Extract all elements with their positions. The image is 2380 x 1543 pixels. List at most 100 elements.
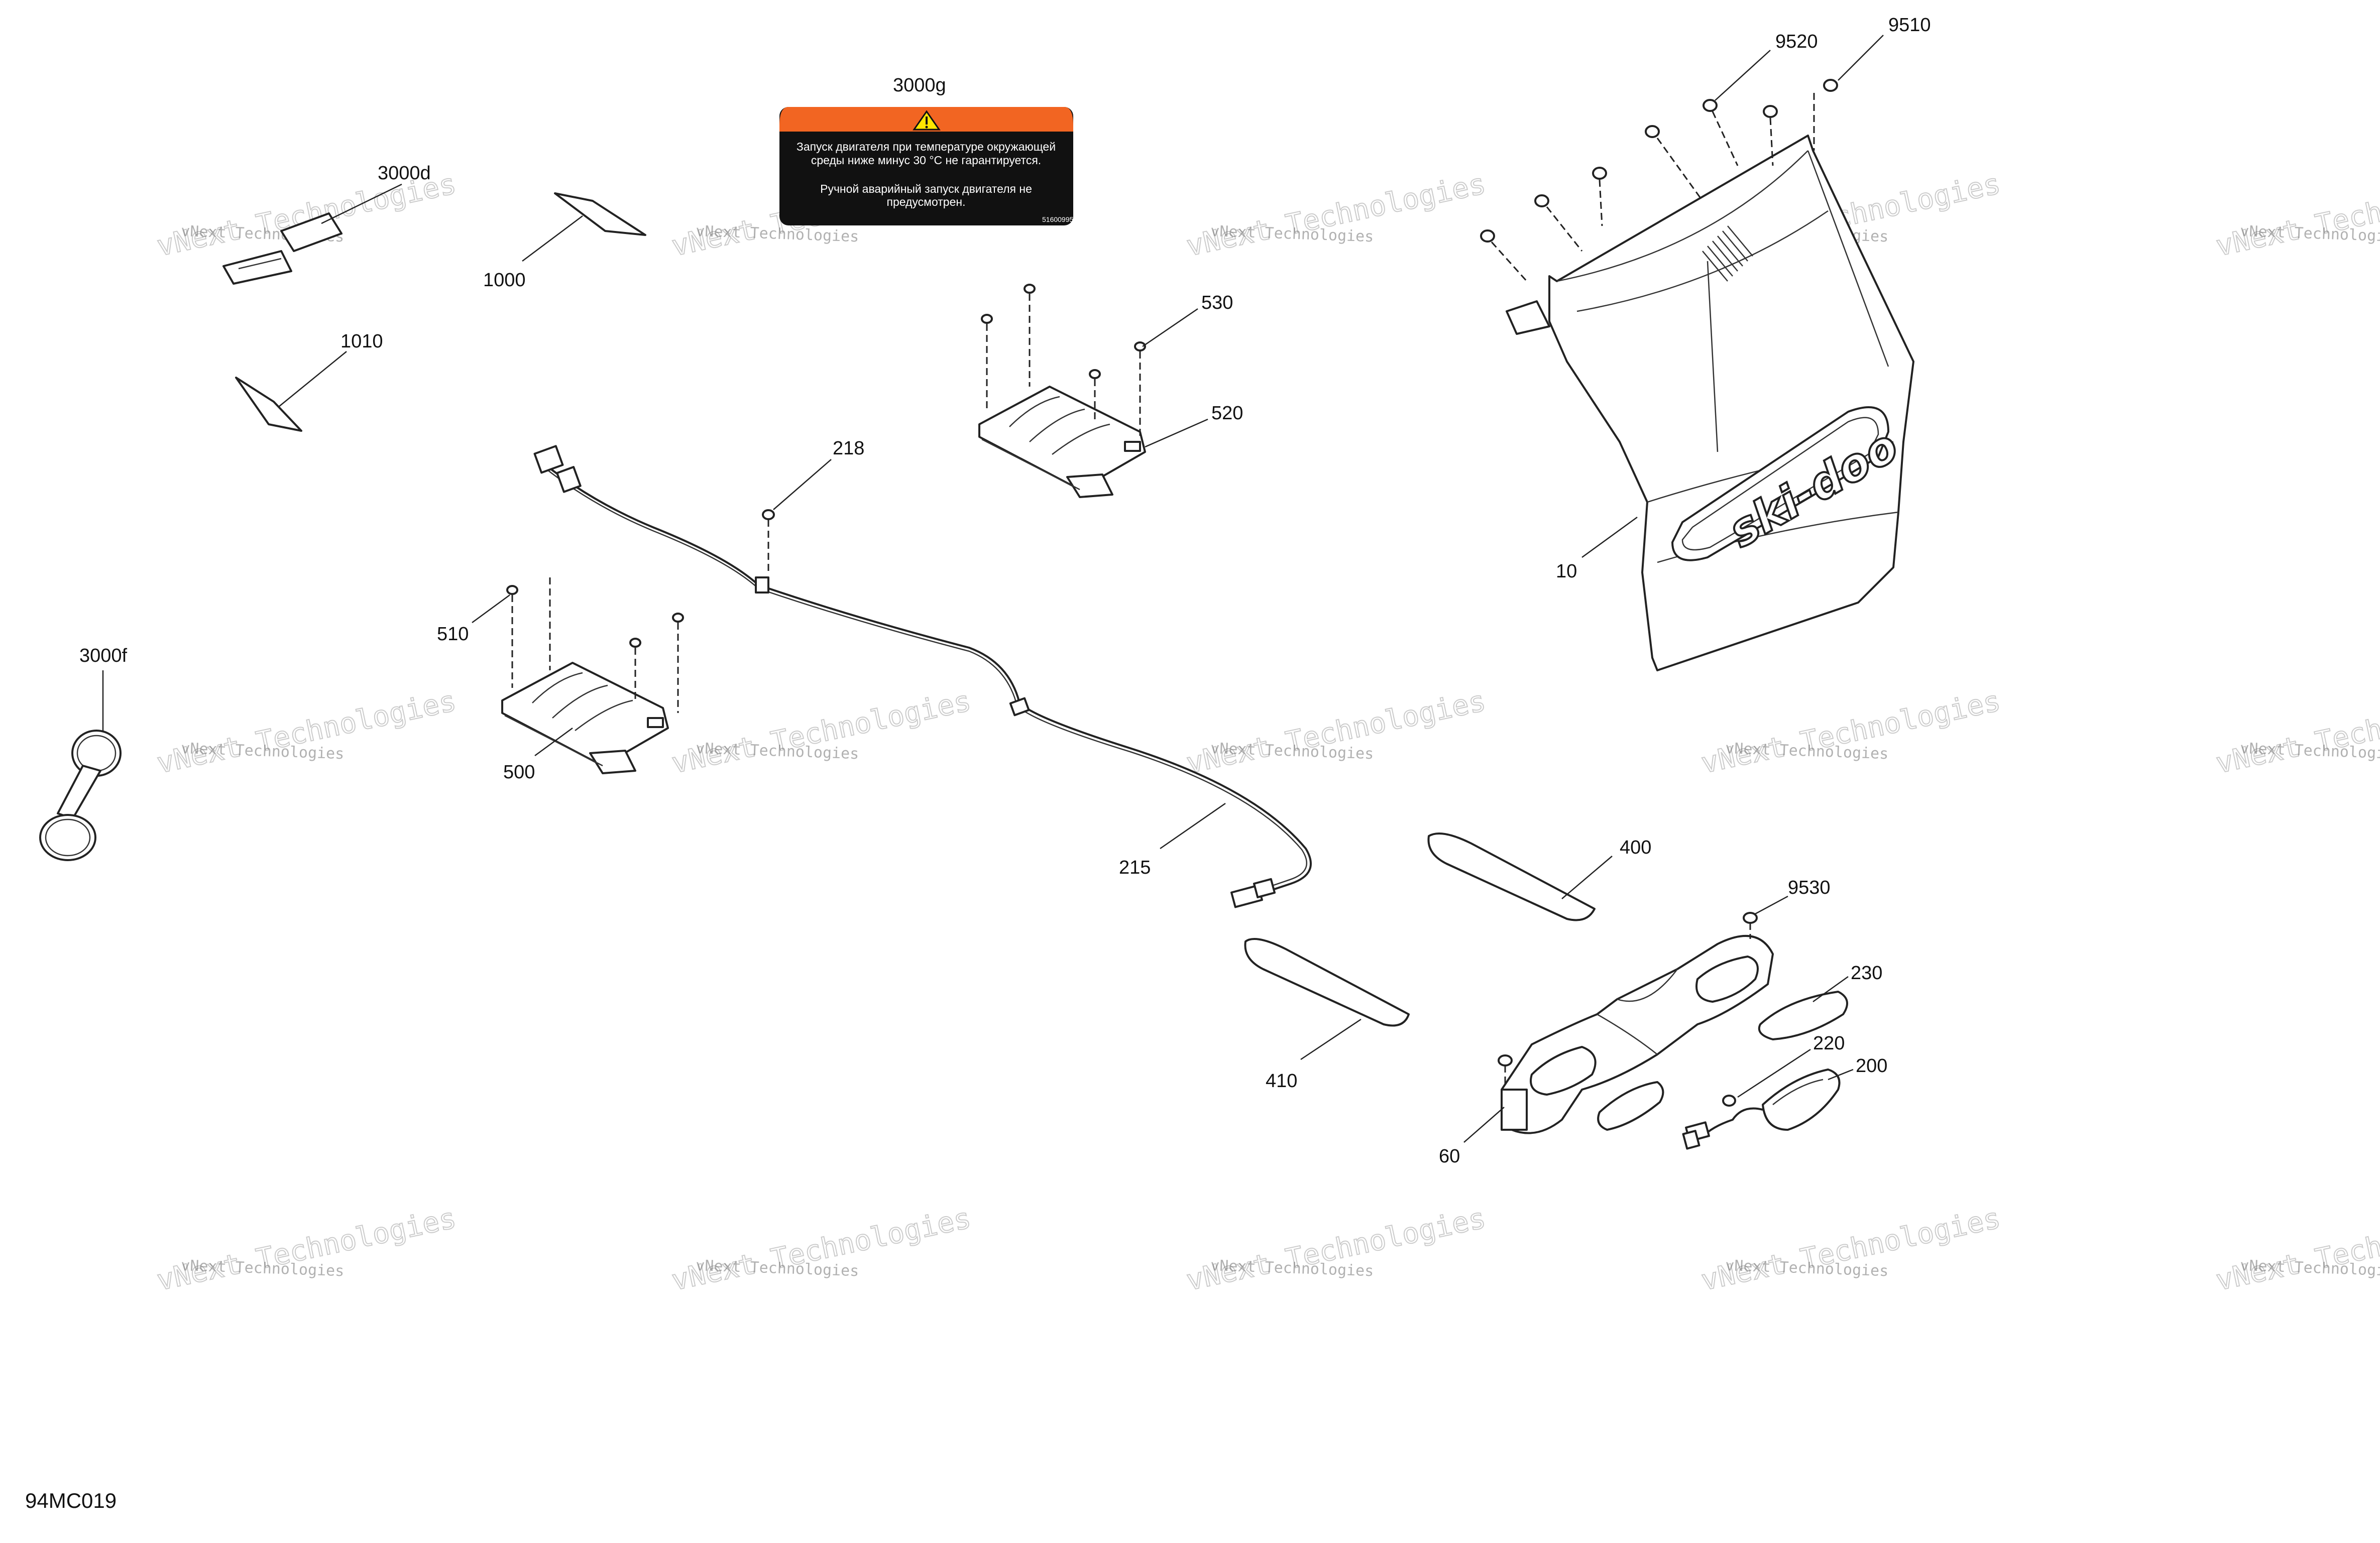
part-410-reflector-strip[interactable] — [1244, 938, 1410, 1027]
watermark: vNext Technologies vNext Technologies — [154, 1202, 460, 1298]
screw-icon — [1134, 341, 1146, 437]
warning-triangle-icon — [913, 110, 941, 131]
nut-icon — [1703, 99, 1739, 166]
warning-decal-body — [779, 107, 1073, 225]
callout-520[interactable]: 520 — [1211, 403, 1243, 424]
part-500-bracket[interactable] — [501, 662, 669, 774]
screw-icon — [629, 638, 641, 703]
leader-510 — [472, 594, 510, 624]
part-220-screw[interactable] — [1722, 1095, 1736, 1107]
warning-decal-code: 516009951 — [1042, 215, 1077, 223]
screw-icon — [1743, 912, 1758, 939]
callout-10[interactable]: 10 — [1556, 561, 1577, 582]
part-510-screws[interactable] — [506, 577, 684, 713]
callout-530[interactable]: 530 — [1201, 292, 1233, 313]
watermark-text-large: vNext Technologies — [669, 685, 974, 780]
connector-icon — [533, 445, 564, 474]
callout-500[interactable]: 500 — [503, 762, 535, 783]
screw-icon — [1498, 1054, 1513, 1085]
part-200-light-module[interactable] — [1682, 1069, 1841, 1150]
part-3000d-decals[interactable] — [222, 212, 343, 285]
warning-decal-line4: предусмотрен. — [886, 195, 965, 208]
callout-9510[interactable]: 9510 — [1888, 15, 1931, 36]
screw-icon — [1480, 229, 1528, 282]
watermark-text-large: vNext Technologies — [1698, 685, 2003, 780]
part-60-light-housing[interactable] — [1501, 935, 1774, 1134]
callout-230[interactable]: 230 — [1851, 963, 1882, 984]
watermark: vNext Technologies vNext Technologies — [2213, 1202, 2380, 1298]
part-9520-nuts[interactable] — [1703, 99, 1739, 166]
callout-60[interactable]: 60 — [1439, 1146, 1460, 1167]
callout-218[interactable]: 218 — [833, 438, 864, 459]
watermark-grid: vNext Technologies vNext Technologies vN… — [154, 167, 2380, 1298]
leader-1000 — [522, 215, 583, 262]
callout-9530[interactable]: 9530 — [1788, 877, 1831, 898]
callout-200[interactable]: 200 — [1856, 1055, 1887, 1077]
watermark-text-large: vNext Technologies — [1184, 168, 1489, 263]
part-520-bracket[interactable] — [978, 386, 1146, 498]
watermark: vNext Technologies vNext Technologies — [2213, 684, 2380, 781]
watermark: vNext Technologies vNext Technologies — [154, 684, 460, 781]
leader-220 — [1737, 1048, 1811, 1098]
callout-220[interactable]: 220 — [1813, 1033, 1845, 1054]
watermark: vNext Technologies vNext Technologies — [2213, 167, 2380, 264]
callout-410[interactable]: 410 — [1266, 1071, 1297, 1092]
part-230-lenses[interactable] — [1597, 991, 1848, 1131]
watermark-text-large: vNext Technologies — [669, 1202, 974, 1297]
callout-3000g[interactable]: 3000g — [893, 75, 946, 96]
callout-400[interactable]: 400 — [1620, 837, 1651, 858]
watermark: vNext Technologies vNext Technologies — [1698, 1202, 2004, 1298]
leader-9510 — [1838, 35, 1884, 81]
screw-icon — [1592, 167, 1607, 226]
diagram-code: 94MC019 — [25, 1489, 117, 1512]
leader-9520 — [1715, 50, 1771, 101]
watermark: vNext Technologies vNext Technologies — [1183, 167, 1489, 264]
watermark: vNext Technologies vNext Technologies — [1183, 684, 1489, 781]
callout-510[interactable]: 510 — [437, 624, 469, 645]
leader-230 — [1812, 976, 1849, 1003]
part-1000-decal[interactable] — [554, 192, 646, 236]
watermark: vNext Technologies vNext Technologies — [1698, 684, 2004, 781]
watermark-text-large: vNext Technologies — [2213, 685, 2380, 780]
callout-1010[interactable]: 1010 — [341, 331, 383, 352]
watermark-text-large: vNext Technologies — [1184, 1202, 1489, 1297]
callout-215[interactable]: 215 — [1119, 857, 1151, 878]
part-9530-screws[interactable] — [1498, 912, 1758, 1085]
part-218-clip[interactable] — [762, 509, 775, 572]
watermark: vNext Technologies vNext Technologies — [1183, 1202, 1489, 1298]
watermark-text-large: vNext Technologies — [154, 1202, 459, 1297]
callout-9520[interactable]: 9520 — [1775, 31, 1818, 52]
leader-215 — [1160, 802, 1226, 850]
watermark-text-large: vNext Technologies — [2213, 1202, 2380, 1297]
part-3000f-mirror[interactable] — [39, 730, 122, 861]
leader-218 — [773, 459, 832, 510]
part-10-front-panel[interactable]: ski-doo — [1506, 135, 1914, 671]
part-9510-screws[interactable] — [1480, 79, 1838, 282]
screw-icon — [981, 314, 993, 412]
warning-decal-line1: Запуск двигателя при температуре окружаю… — [797, 140, 1056, 153]
vent-grille-icon — [1702, 225, 1753, 282]
leader-520 — [1145, 418, 1208, 448]
callout-1000[interactable]: 1000 — [483, 270, 526, 291]
leader-500 — [534, 727, 573, 757]
part-530-screws[interactable] — [981, 284, 1146, 437]
leader-9530 — [1755, 895, 1788, 915]
callout-3000d[interactable]: 3000d — [378, 163, 431, 184]
connector-icon — [556, 466, 582, 493]
watermark-text-large: vNext Technologies — [2213, 168, 2380, 263]
leader-400 — [1561, 856, 1613, 899]
part-215-wire-harness[interactable] — [533, 445, 1312, 908]
part-3000g-warning-decal[interactable]: Запуск двигателя при температуре окружаю… — [779, 107, 1077, 225]
clip-icon — [1009, 697, 1030, 717]
leader-60 — [1463, 1107, 1505, 1143]
leader-3000d — [321, 183, 402, 224]
watermark: vNext Technologies vNext Technologies — [668, 684, 974, 781]
connector-icon — [1682, 1130, 1701, 1150]
connector-icon — [1253, 878, 1276, 898]
part-400-reflector-strip[interactable] — [1427, 833, 1596, 921]
part-1010-decal[interactable] — [235, 377, 302, 432]
leader-410 — [1300, 1018, 1362, 1060]
screw-icon — [1645, 125, 1704, 201]
callout-3000f[interactable]: 3000f — [79, 645, 128, 666]
